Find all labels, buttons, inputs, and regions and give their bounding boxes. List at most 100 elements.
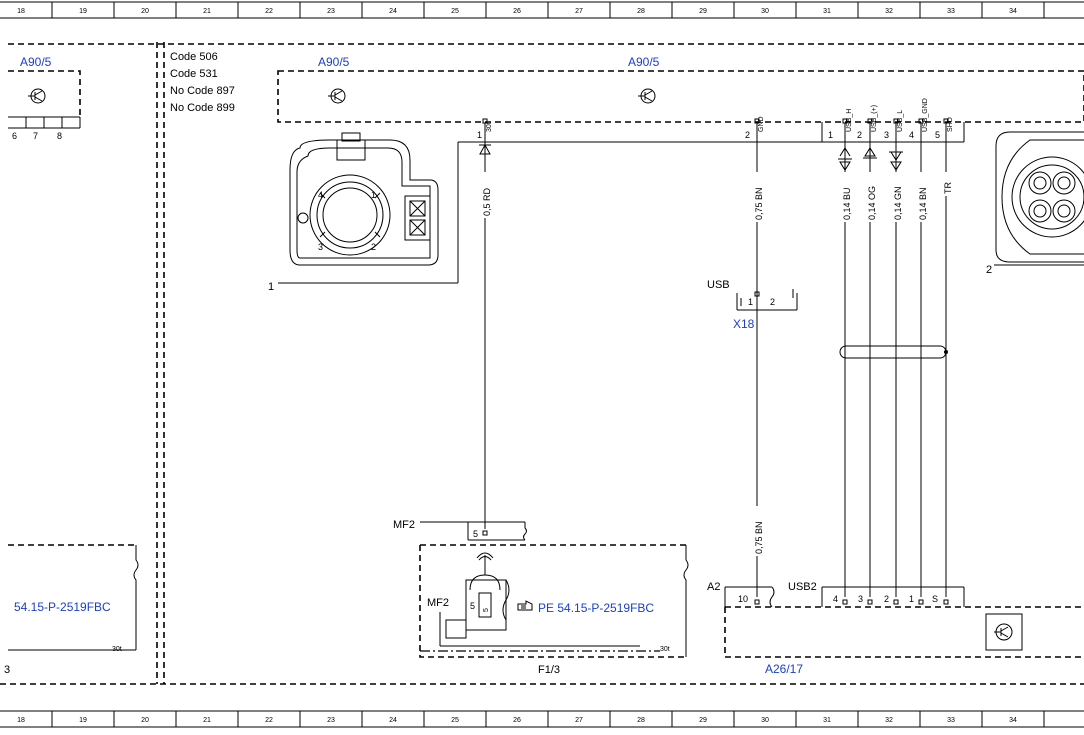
main-module-label-mid: A90/5	[318, 55, 350, 69]
fuse-reference: PE 54.15-P-2519FBC	[538, 601, 654, 615]
svg-text:4: 4	[833, 594, 838, 604]
svg-text:TR: TR	[943, 182, 953, 194]
connector-1-number: 1	[268, 281, 274, 293]
svg-text:5: 5	[473, 529, 478, 539]
usb-label: USB	[707, 279, 730, 291]
svg-text:1: 1	[477, 130, 482, 140]
left-pin-7: 7	[33, 131, 38, 141]
svg-text:0,14 OG: 0,14 OG	[867, 186, 877, 220]
svg-text:0,14 BN: 0,14 BN	[918, 187, 928, 220]
svg-text:USB_(+): USB_(+)	[871, 105, 878, 132]
left-pin-8: 8	[57, 131, 62, 141]
svg-text:5: 5	[470, 601, 475, 611]
grid-number: 25	[451, 717, 459, 724]
code-899: No Code 899	[170, 102, 235, 114]
grid-number: 34	[1009, 8, 1017, 15]
grid-number: 28	[637, 8, 645, 15]
svg-text:2: 2	[745, 130, 750, 140]
svg-text:30t: 30t	[486, 122, 493, 132]
bottom-grid-ruler	[0, 710, 1084, 728]
grid-number: 30	[761, 717, 769, 724]
left-module-a90: A90/5 6 7 8	[8, 55, 81, 141]
grid-number: 19	[79, 717, 87, 724]
grid-number: 22	[265, 717, 273, 724]
wire-0-14-bu: 0,14 BU	[838, 123, 852, 597]
svg-text:2: 2	[884, 594, 889, 604]
code-531: Code 531	[170, 68, 218, 80]
svg-text:10: 10	[738, 594, 748, 604]
a26-17-module: A2 10 USB2 4 3 2 1 S A26/17	[707, 581, 1084, 676]
left-lower-module: 54.15-P-2519FBC 30t 3	[4, 544, 139, 676]
wire-0-14-bn: 0,14 BN	[914, 123, 928, 597]
f13-label: F1/3	[538, 664, 560, 676]
grid-number: 24	[389, 8, 397, 15]
grid-number: 18	[17, 8, 25, 15]
top-pin-strip	[457, 122, 965, 283]
grid-number: 30	[761, 8, 769, 15]
grid-number: 31	[823, 717, 831, 724]
x18-usb-connector: USB 1 2 X18	[707, 279, 798, 331]
top-pin-2-gnd: 2 GND	[745, 116, 765, 140]
grid-number: 18	[17, 717, 25, 724]
grid-number: 19	[79, 8, 87, 15]
code-variants: Code 506 Code 531 No Code 897 No Code 89…	[170, 51, 235, 114]
svg-text:0,14 BU: 0,14 BU	[842, 187, 852, 220]
svg-text:3: 3	[858, 594, 863, 604]
connector-1-drawing: 4 1 3 2 1	[268, 132, 458, 293]
transistor-icon	[994, 623, 1013, 641]
hand-pointer-icon	[517, 600, 533, 611]
svg-text:0,5 RD: 0,5 RD	[482, 187, 492, 216]
grid-number: 33	[947, 8, 955, 15]
svg-text:2: 2	[371, 242, 376, 252]
terminal-30t: 30t	[660, 646, 670, 653]
wire-tr-shield: TR	[939, 123, 953, 597]
grid-number: 26	[513, 8, 521, 15]
svg-text:0,75 BN: 0,75 BN	[754, 187, 764, 220]
connector-2-drawing: 2	[986, 131, 1084, 276]
grid-number: 24	[389, 717, 397, 724]
left-lower-reference: 54.15-P-2519FBC	[14, 600, 111, 614]
grid-number: 29	[699, 717, 707, 724]
grid-number: 22	[265, 8, 273, 15]
top-pin-shd: 5 SHD	[935, 117, 954, 140]
svg-text:SHD: SHD	[947, 117, 954, 132]
mf2-top-label: MF2	[393, 519, 415, 531]
wire-0-14-og: 0,14 OG	[863, 123, 877, 597]
transistor-icon	[28, 88, 46, 104]
grid-number: 21	[203, 717, 211, 724]
shield-wrap	[839, 345, 947, 359]
grid-number: 33	[947, 717, 955, 724]
main-module-a90: A90/5 A90/5	[277, 55, 1084, 123]
grid-number: 29	[699, 8, 707, 15]
svg-text:0,75 BN: 0,75 BN	[754, 521, 764, 554]
grid-number: 26	[513, 717, 521, 724]
svg-text:GND: GND	[758, 116, 765, 132]
wire-0-14-gn: 0,14 GN	[889, 123, 903, 597]
grid-number: 23	[327, 717, 335, 724]
svg-text:1: 1	[909, 594, 914, 604]
wire-0-75-bn: 0,75 BN 0,75 BN	[750, 123, 764, 597]
left-lower-label: 3	[4, 664, 10, 676]
grid-number: 20	[141, 717, 149, 724]
transistor-icon	[638, 88, 656, 104]
grid-number: 23	[327, 8, 335, 15]
terminal-30t-left: 30t	[112, 646, 122, 653]
a26-17-label: A26/17	[765, 662, 803, 676]
svg-text:5: 5	[483, 608, 490, 612]
mf2-fuse-block: MF2 5 5 5 MF2 PE 54.15-P-2519FBC 30t F1/…	[393, 519, 689, 676]
svg-text:2: 2	[857, 130, 862, 140]
transistor-icon	[328, 88, 346, 104]
grid-number: 34	[1009, 717, 1017, 724]
left-module-label: A90/5	[20, 55, 52, 69]
grid-number: 25	[451, 8, 459, 15]
code-506: Code 506	[170, 51, 218, 63]
svg-text:5: 5	[935, 130, 940, 140]
svg-text:USB_L: USB_L	[897, 110, 904, 132]
a2-label: A2	[707, 581, 720, 593]
grid-number: 32	[885, 717, 893, 724]
svg-text:3: 3	[318, 242, 323, 252]
top-pin-usb-gnd: 4 USB_GND	[909, 98, 929, 140]
svg-text:3: 3	[884, 130, 889, 140]
svg-text:2: 2	[770, 297, 775, 307]
grid-number: 21	[203, 8, 211, 15]
